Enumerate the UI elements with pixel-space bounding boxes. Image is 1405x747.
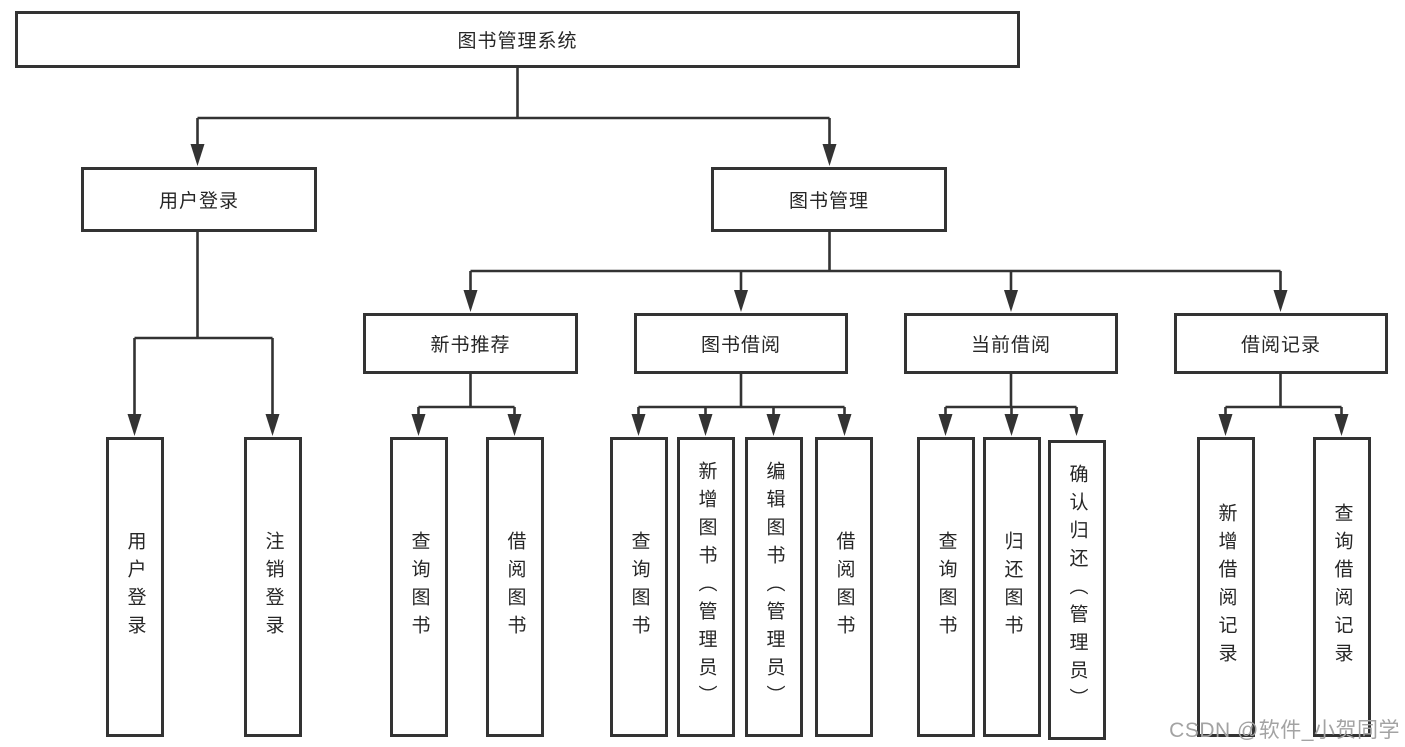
node-label: 用户登录 <box>124 531 146 643</box>
node-label: 注销登录 <box>262 531 284 643</box>
node-label: 借阅图书 <box>504 531 526 643</box>
watermark: CSDN @软件_小贺同学 <box>1169 719 1400 742</box>
node-label: 确认归还（管理员） <box>1066 464 1088 716</box>
leaf-user-login: 用户登录 <box>106 437 164 737</box>
node-label: 归还图书 <box>1001 531 1023 643</box>
node-label: 编辑图书（管理员） <box>763 461 785 713</box>
node-label: 借阅记录 <box>1240 335 1321 356</box>
node-label: 查询图书 <box>935 531 957 643</box>
node-current-borrowing: 当前借阅 <box>904 313 1118 374</box>
node-label: 查询图书 <box>408 531 430 643</box>
node-book-management: 图书管理 <box>711 167 947 232</box>
node-label: 用户登录 <box>158 191 239 212</box>
leaf-edit-books-admin: 编辑图书（管理员） <box>745 437 803 737</box>
node-label: 新书推荐 <box>430 335 511 356</box>
leaf-query-books-recommend: 查询图书 <box>390 437 448 737</box>
node-borrowing-records: 借阅记录 <box>1174 313 1388 374</box>
node-label: 新增借阅记录 <box>1215 503 1237 671</box>
node-label: 借阅图书 <box>833 531 855 643</box>
node-label: 图书借阅 <box>700 335 781 356</box>
leaf-query-books-borrow: 查询图书 <box>610 437 668 737</box>
leaf-borrow-books: 借阅图书 <box>815 437 873 737</box>
leaf-logout: 注销登录 <box>244 437 302 737</box>
leaf-query-books-current: 查询图书 <box>917 437 975 737</box>
leaf-borrow-books-recommend: 借阅图书 <box>486 437 544 737</box>
leaf-query-borrow-record: 查询借阅记录 <box>1313 437 1371 737</box>
leaf-return-books: 归还图书 <box>983 437 1041 737</box>
leaf-confirm-return-admin: 确认归还（管理员） <box>1048 440 1106 740</box>
node-label: 查询图书 <box>628 531 650 643</box>
node-label: 图书管理 <box>788 191 869 212</box>
node-label: 新增图书（管理员） <box>695 461 717 713</box>
leaf-add-books-admin: 新增图书（管理员） <box>677 437 735 737</box>
node-user-login: 用户登录 <box>81 167 317 232</box>
node-label: 当前借阅 <box>970 335 1051 356</box>
node-label: 查询借阅记录 <box>1331 503 1353 671</box>
node-new-book-recommendation: 新书推荐 <box>363 313 578 374</box>
leaf-add-borrow-record: 新增借阅记录 <box>1197 437 1255 737</box>
node-book-borrowing: 图书借阅 <box>634 313 848 374</box>
node-library-system: 图书管理系统 <box>15 11 1020 68</box>
node-label: 图书管理系统 <box>457 31 578 52</box>
